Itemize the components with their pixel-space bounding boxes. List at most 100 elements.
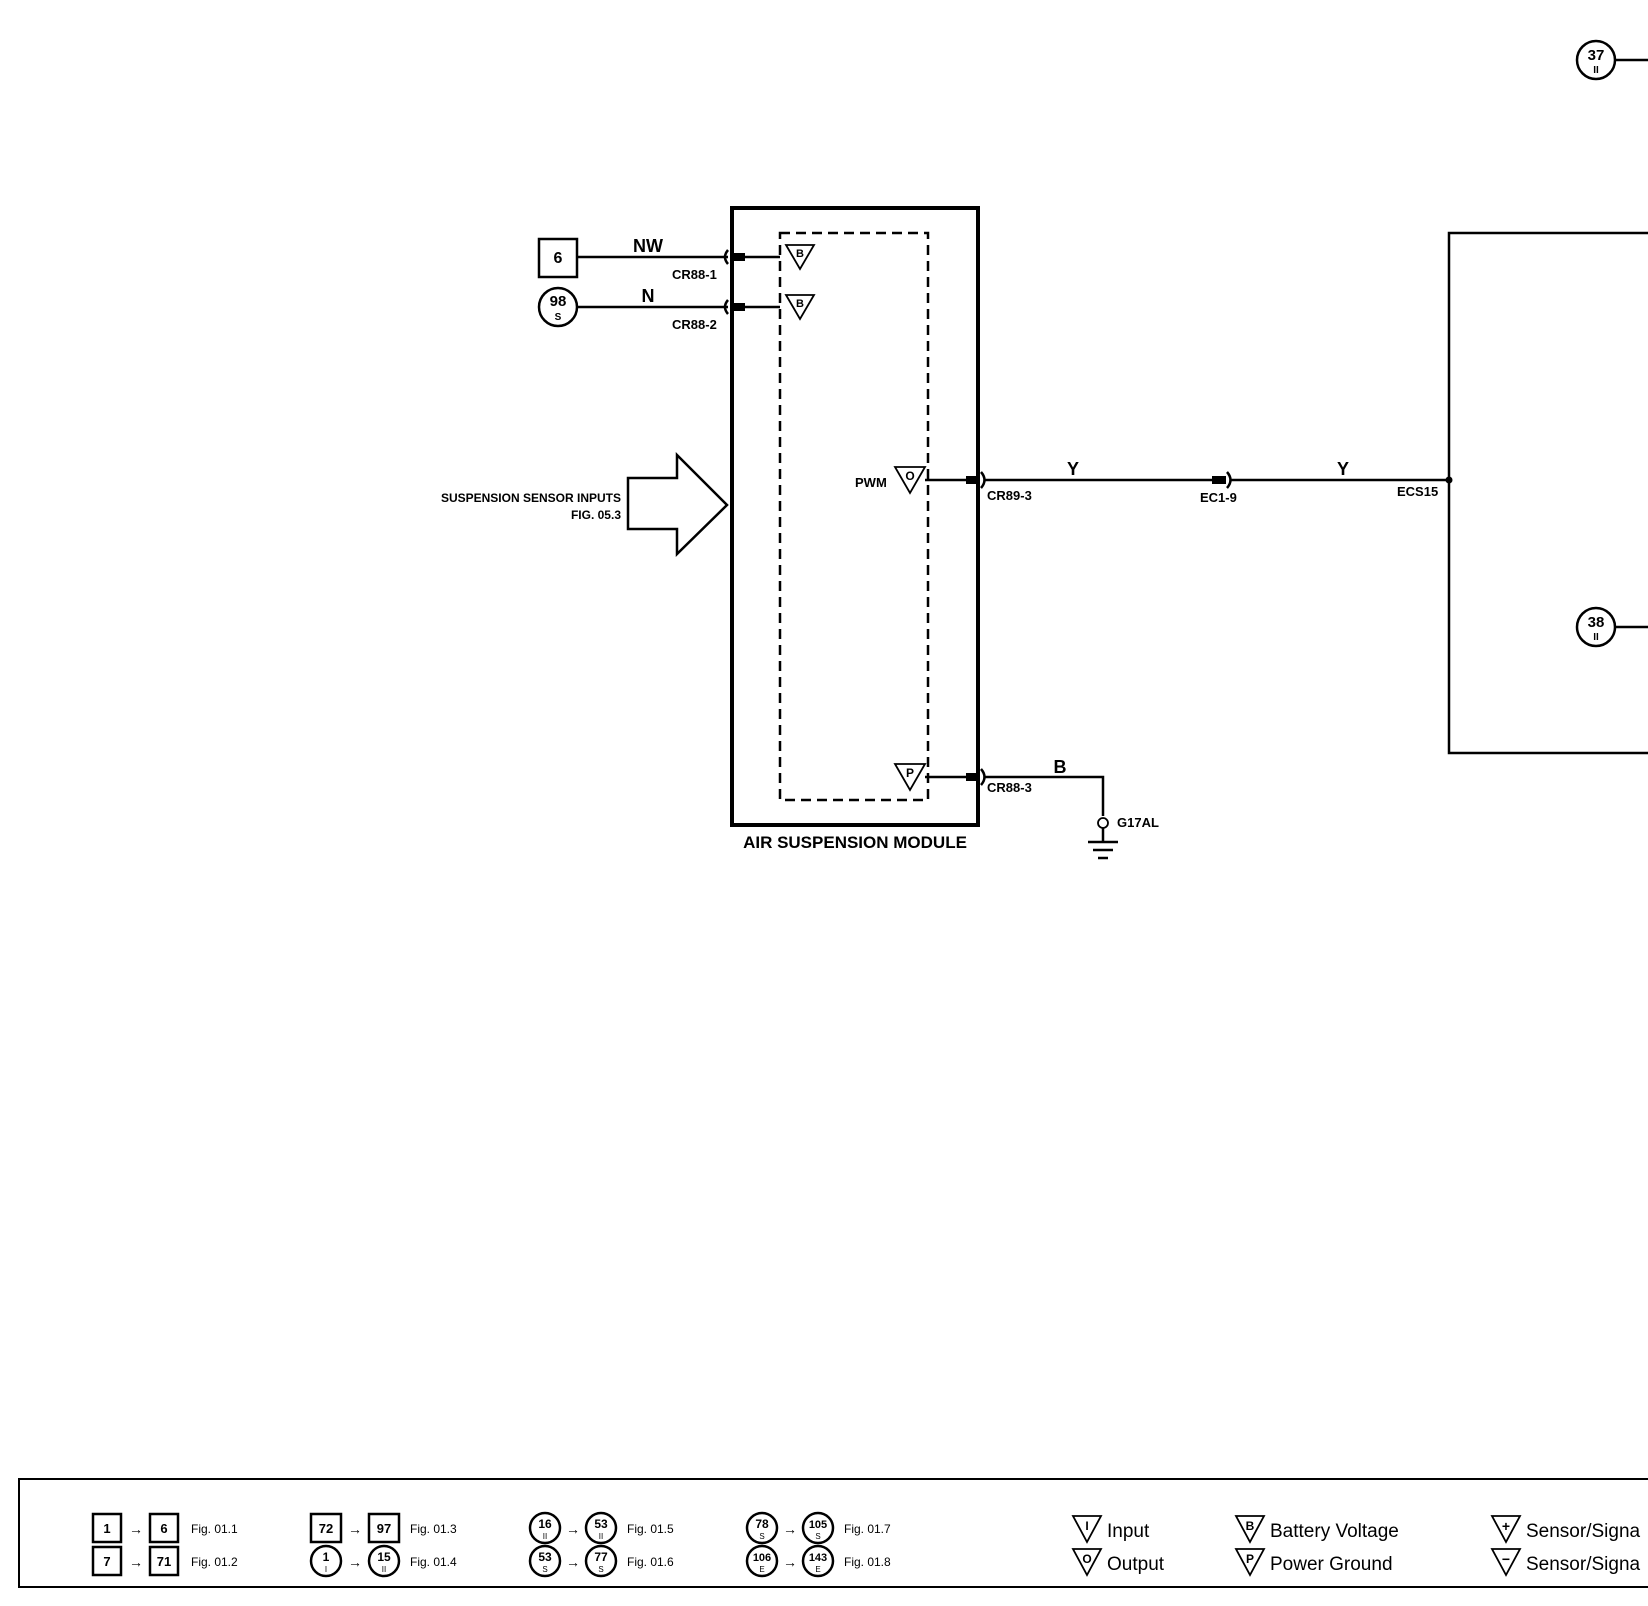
output-pin-icon: O	[893, 466, 927, 495]
svg-text:77: 77	[594, 1550, 608, 1564]
connector-cr88-3: CR88-3	[987, 780, 1032, 795]
offpage-37-sub: II	[1593, 65, 1599, 76]
svg-text:S: S	[759, 1532, 764, 1541]
svg-text:53: 53	[538, 1550, 552, 1564]
svg-text:1: 1	[323, 1550, 330, 1564]
svg-text:→: →	[783, 1554, 797, 1570]
legend-power-ground-label: Power Ground	[1270, 1554, 1393, 1575]
source-circle-98-sub: S	[555, 312, 562, 323]
offpage-37-num: 37	[1588, 47, 1605, 64]
wire-nw-label: NW	[633, 236, 663, 256]
legend-battery-icon: B	[1234, 1515, 1266, 1544]
svg-text:−: −	[1502, 1551, 1510, 1567]
svg-text:O: O	[905, 469, 914, 483]
legend-sensor-minus-label: Sensor/Signa	[1526, 1554, 1641, 1575]
svg-text:→: →	[783, 1521, 797, 1537]
offpage-38-num: 38	[1588, 614, 1605, 631]
legend-sensor-plus-icon: +	[1490, 1515, 1522, 1544]
legend-sensor-plus-label: Sensor/Signa	[1526, 1521, 1641, 1542]
svg-text:106: 106	[753, 1552, 771, 1564]
wire-y2-label: Y	[1337, 459, 1349, 479]
svg-text:6: 6	[160, 1521, 167, 1536]
svg-text:53: 53	[594, 1517, 608, 1531]
svg-text:→: →	[566, 1554, 580, 1570]
battery-pin-2-icon: B	[784, 294, 816, 321]
svg-text:O: O	[1082, 1552, 1091, 1566]
legend-sensor-minus-icon: −	[1490, 1548, 1522, 1577]
legend-box	[18, 1478, 1648, 1588]
svg-text:Fig. 01.1: Fig. 01.1	[191, 1522, 238, 1536]
svg-text:Fig. 01.5: Fig. 01.5	[627, 1522, 674, 1536]
svg-text:105: 105	[809, 1519, 827, 1531]
svg-text:143: 143	[809, 1552, 827, 1564]
svg-text:B: B	[1246, 1519, 1255, 1533]
svg-text:71: 71	[157, 1554, 171, 1569]
legend-input-icon: I	[1071, 1515, 1103, 1544]
connector-ec1-9: EC1-9	[1200, 490, 1237, 505]
legend-output-icon: O	[1071, 1548, 1103, 1577]
connector-cr88-2: CR88-2	[672, 317, 717, 332]
connector-cr89-3: CR89-3	[987, 488, 1032, 503]
legend-output-label: Output	[1107, 1554, 1165, 1575]
wire-y1-label: Y	[1067, 459, 1079, 479]
svg-text:→: →	[348, 1521, 362, 1537]
sensor-inputs-line2: FIG. 05.3	[571, 508, 621, 522]
module-outer-box	[730, 206, 980, 827]
svg-text:16: 16	[538, 1517, 552, 1531]
svg-text:→: →	[129, 1554, 143, 1570]
svg-text:S: S	[815, 1532, 820, 1541]
svg-text:7: 7	[103, 1554, 110, 1569]
svg-text:II: II	[543, 1532, 547, 1541]
connector-cr88-1: CR88-1	[672, 267, 717, 282]
ground-g17al: G17AL	[1117, 815, 1159, 830]
svg-text:Fig. 01.7: Fig. 01.7	[844, 1522, 891, 1536]
svg-text:B: B	[796, 298, 804, 310]
offpage-38-sub: II	[1593, 632, 1599, 643]
svg-text:15: 15	[377, 1550, 391, 1564]
ground-icon	[1088, 817, 1118, 860]
legend-row-1: 1 → 6 Fig. 01.1 72 → 97 Fig. 01.3 16 II …	[91, 1511, 891, 1545]
svg-text:Fig. 01.3: Fig. 01.3	[410, 1522, 457, 1536]
svg-text:+: +	[1502, 1518, 1510, 1534]
svg-text:P: P	[906, 766, 914, 780]
svg-text:78: 78	[755, 1517, 769, 1531]
source-box-6-label: 6	[554, 250, 563, 267]
svg-text:→: →	[566, 1521, 580, 1537]
svg-text:Fig. 01.4: Fig. 01.4	[410, 1555, 457, 1569]
svg-text:Fig. 01.6: Fig. 01.6	[627, 1555, 674, 1569]
svg-text:→: →	[129, 1521, 143, 1537]
module-title: AIR SUSPENSION MODULE	[743, 833, 967, 852]
wire-b-label: B	[1054, 757, 1067, 777]
power-ground-pin-icon: P	[893, 763, 927, 792]
legend-battery-label: Battery Voltage	[1270, 1521, 1399, 1542]
svg-text:Fig. 01.2: Fig. 01.2	[191, 1555, 238, 1569]
svg-text:II: II	[599, 1532, 603, 1541]
sensor-inputs-line1: SUSPENSION SENSOR INPUTS	[441, 491, 621, 505]
svg-text:S: S	[598, 1565, 603, 1574]
source-circle-98-num: 98	[550, 293, 567, 310]
svg-text:→: →	[348, 1554, 362, 1570]
svg-text:I: I	[325, 1565, 327, 1574]
svg-text:Fig. 01.8: Fig. 01.8	[844, 1555, 891, 1569]
svg-text:P: P	[1246, 1552, 1254, 1566]
battery-pin-1-icon: B	[784, 244, 816, 271]
right-component-box	[1447, 231, 1648, 755]
module-inner-dashed-box	[778, 231, 930, 802]
svg-text:1: 1	[103, 1521, 110, 1536]
legend-power-ground-icon: P	[1234, 1548, 1266, 1577]
connector-ecs15: ECS15	[1397, 484, 1438, 499]
wire-n-label: N	[642, 286, 655, 306]
sensor-inputs-arrow	[626, 451, 729, 557]
svg-text:S: S	[542, 1565, 547, 1574]
legend-input-label: Input	[1107, 1521, 1150, 1542]
svg-text:I: I	[1085, 1519, 1088, 1533]
svg-text:E: E	[815, 1565, 820, 1574]
svg-text:E: E	[759, 1565, 764, 1574]
svg-text:II: II	[382, 1565, 386, 1574]
legend-row-2: 7 → 71 Fig. 01.2 1 I → 15 II Fig. 01.4 5…	[91, 1544, 891, 1578]
pwm-label: PWM	[855, 475, 887, 490]
svg-text:B: B	[796, 248, 804, 260]
svg-text:97: 97	[377, 1521, 391, 1536]
svg-text:72: 72	[319, 1521, 333, 1536]
